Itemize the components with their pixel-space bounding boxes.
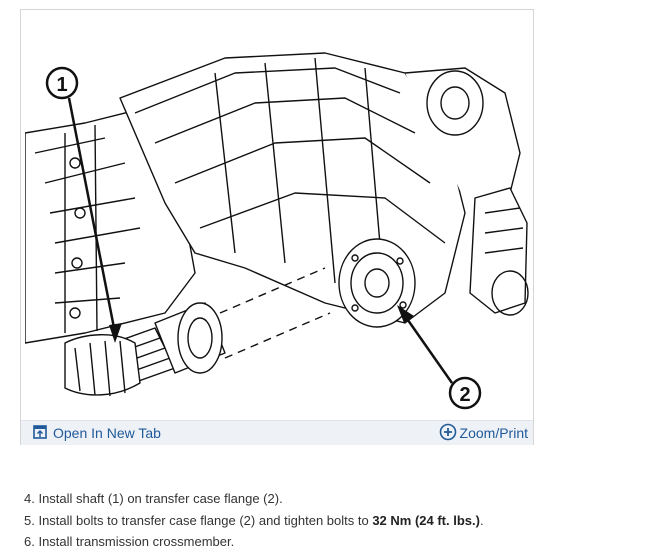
- figure-card: 1 2 Open In New Tab: [20, 9, 534, 445]
- svg-text:1: 1: [56, 74, 67, 96]
- callout-2: 2: [397, 305, 482, 410]
- svg-text:2: 2: [459, 384, 470, 406]
- instruction-steps: 4. Install shaft (1) on transfer case fl…: [24, 488, 484, 553]
- step-suffix: .: [479, 512, 484, 528]
- step-text: 4. Install shaft (1) on transfer case fl…: [24, 491, 283, 506]
- step-5: 5. Install bolts to transfer case flange…: [24, 510, 484, 532]
- figure-footer: Open In New Tab Zoom/Print: [21, 420, 533, 445]
- open-in-new-tab-link[interactable]: Open In New Tab: [33, 423, 161, 443]
- zoom-print-link[interactable]: Zoom/Print: [439, 423, 528, 443]
- open-in-new-tab-icon: [33, 424, 47, 442]
- open-in-new-tab-label: Open In New Tab: [53, 425, 161, 441]
- step-text: 6. Install transmission crossmember.: [24, 534, 235, 549]
- step-6: 6. Install transmission crossmember.: [24, 531, 484, 553]
- zoom-print-label: Zoom/Print: [459, 425, 528, 441]
- torque-spec: 32 Nm (24 ft. lbs.): [372, 512, 480, 528]
- zoom-plus-icon: [439, 423, 457, 444]
- transfer-case-diagram[interactable]: 1 2: [25, 13, 529, 418]
- step-4: 4. Install shaft (1) on transfer case fl…: [24, 488, 484, 510]
- step-text: 5. Install bolts to transfer case flange…: [24, 512, 373, 528]
- callout-1: 1: [45, 66, 122, 343]
